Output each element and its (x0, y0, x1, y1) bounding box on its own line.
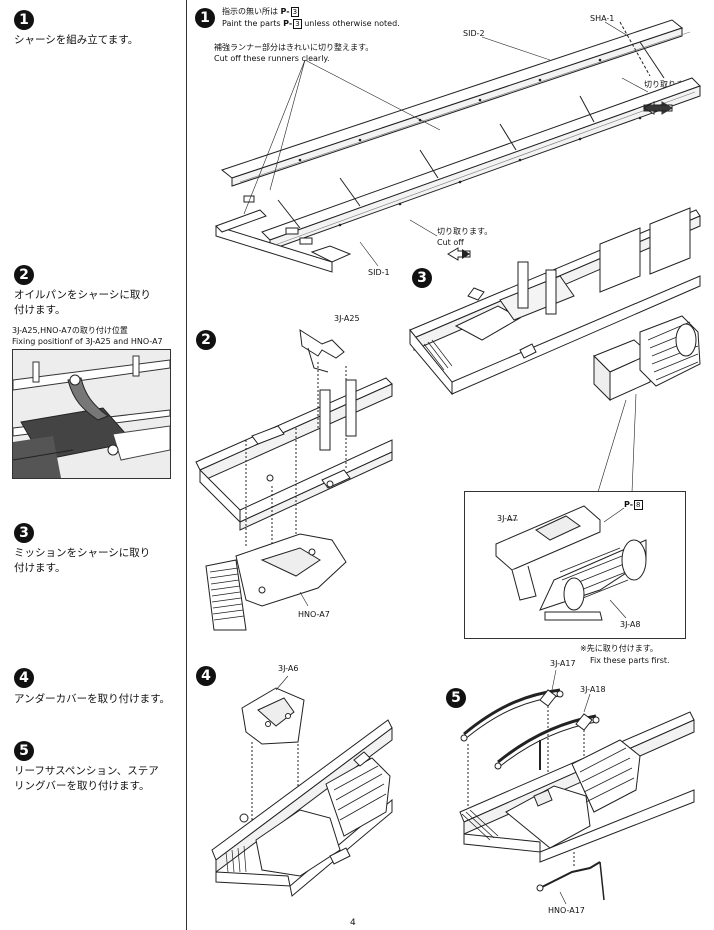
paint-note: 指示の無い所は P-3 (222, 7, 300, 17)
fixing-note-en: Fixing positionf of 3J-A25 and HNO-A7 (12, 337, 163, 346)
part-label-3j-a17: 3J-A17 (550, 659, 576, 668)
diagram-4-badge: 4 (196, 666, 216, 686)
diagram-2-badge: 2 (196, 330, 216, 350)
paint-ref: 8 (634, 500, 643, 510)
part-label-3j-a8: 3J-A8 (620, 620, 641, 629)
fixing-position-illustration (13, 350, 170, 478)
fixing-position-inset (12, 349, 171, 479)
part-label-3j-a18: 3J-A18 (580, 685, 606, 694)
runner-note-en: Cut off these runners clearly. (214, 54, 330, 63)
cut-note-jp-upper: 切り取ります。 (644, 80, 700, 89)
paint-note-en: Paint the parts (222, 19, 281, 28)
column-divider (186, 0, 187, 930)
step-3-text-line1: ミッションをシャーシに取り (14, 547, 151, 559)
part-label-hno-a17: HNO-A17 (548, 906, 585, 915)
paint-code: P- (624, 500, 634, 509)
paint-code: P- (283, 19, 293, 28)
paint-code: P- (280, 7, 290, 16)
part-label-3j-a25: 3J-A25 (334, 314, 360, 323)
step-1-text: シャーシを組み立てます。 (14, 34, 139, 46)
diagram-1-badge: 1 (195, 8, 215, 28)
step-5-text-line1: リーフサスペンション、ステア (14, 765, 159, 777)
part-label-hno-a7: HNO-A7 (298, 610, 330, 619)
part-label-3j-a6: 3J-A6 (278, 664, 299, 673)
first-note-jp: ※先に取り付けます。 (580, 644, 658, 653)
first-note-en: Fix these parts first. (590, 656, 670, 665)
part-label-sid2: SID-2 (463, 29, 485, 38)
page-number: 4 (350, 918, 356, 928)
fixing-note-jp: 3J-A25,HNO-A7の取り付け位置 (12, 326, 128, 335)
step-number-badge: 4 (14, 668, 34, 688)
step-number-badge: 5 (14, 741, 34, 761)
paint-note-en-line: Paint the parts P-3 unless otherwise not… (222, 19, 400, 29)
diagram-5-badge: 5 (446, 688, 466, 708)
paint-ref-note: P-8 (624, 500, 643, 510)
part-label-sha1: SHA-1 (590, 14, 615, 23)
cut-note-jp-lower: 切り取ります。 (437, 227, 493, 236)
diagram-3-badge: 3 (412, 268, 432, 288)
part-label-sid1: SID-1 (368, 268, 390, 277)
step-4-text: アンダーカバーを取り付けます。 (14, 693, 171, 705)
step-number-badge: 3 (14, 523, 34, 543)
paint-ref: 3 (293, 19, 302, 29)
paint-note-jp: 指示の無い所は (222, 7, 278, 16)
paint-note-en2: unless otherwise noted. (304, 19, 400, 28)
runner-note-jp: 補強ランナー部分はきれいに切り整えます。 (214, 43, 374, 52)
step-3-text-line2: 付けます。 (14, 562, 66, 574)
step-2-text-line1: オイルパンをシャーシに取り (14, 289, 151, 301)
step-2-text-line2: 付けます。 (14, 304, 66, 316)
step-number-badge: 1 (14, 10, 34, 30)
cut-note-en-lower: Cut off (437, 238, 464, 247)
step-5-text-line2: リングバーを取り付けます。 (14, 780, 150, 792)
part-label-3j-a7: 3J-A7 (497, 514, 518, 523)
paint-ref: 3 (290, 7, 300, 17)
step-number-badge: 2 (14, 265, 34, 285)
